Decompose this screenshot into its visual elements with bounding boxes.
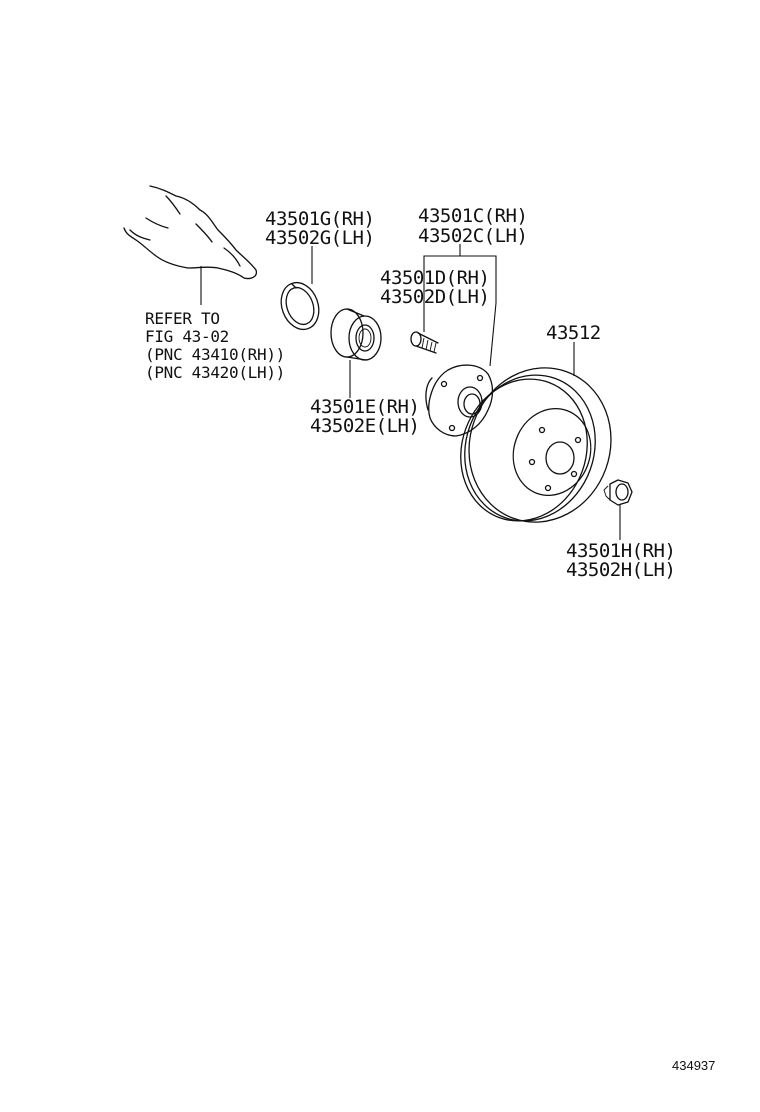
snap-ring-part-lh: 43502G(LH) [265, 227, 374, 249]
hub-leader-line [489, 302, 497, 367]
refer-note-line-2: FIG 43-02 [145, 327, 229, 346]
hub-bolt [410, 331, 439, 354]
refer-note-line-1: REFER TO [145, 309, 220, 328]
steering-knuckle-reference-shape [123, 185, 258, 280]
hub-part-rh: 43501C(RH) [418, 205, 527, 227]
bearing-part-lh: 43502E(LH) [310, 415, 419, 437]
refer-note-line-3: (PNC 43410(RH)) [145, 345, 285, 364]
snap-ring [280, 281, 320, 331]
disc-part-number: 43512 [546, 322, 601, 344]
bolt-part-rh: 43501D(RH) [380, 267, 489, 289]
hub-part-lh: 43502C(LH) [418, 225, 527, 247]
nut-part-lh: 43502H(LH) [566, 559, 675, 581]
bearing-part-rh: 43501E(RH) [310, 396, 419, 418]
nut-part-rh: 43501H(RH) [566, 540, 675, 562]
hub-bearing [330, 308, 382, 361]
diagram-id: 434937 [672, 1058, 715, 1073]
refer-note-line-4: (PNC 43420(LH)) [145, 363, 285, 382]
bolt-part-lh: 43502D(LH) [380, 286, 489, 308]
snap-ring-part-rh: 43501G(RH) [265, 208, 374, 230]
hub-nut [603, 479, 633, 506]
disc-brake-rotor [460, 367, 612, 523]
